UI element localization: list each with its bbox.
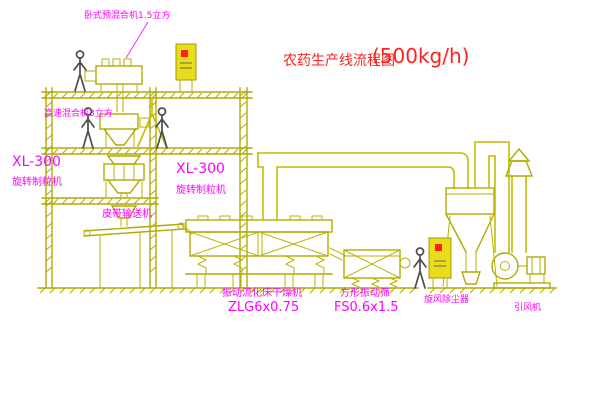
granulator	[103, 155, 145, 199]
high-speed-mixer	[99, 113, 150, 148]
fan-motor-pedestal	[529, 273, 545, 284]
ground-hatch-left	[39, 287, 416, 294]
conveyor-legs	[99, 229, 173, 289]
panel2-legs	[432, 277, 448, 289]
dryer-springs	[196, 255, 326, 275]
granulator-outlet	[120, 192, 128, 199]
control-panel-1	[175, 43, 197, 93]
person-roof	[73, 50, 87, 92]
cyclone-cone	[445, 213, 495, 253]
ground-hatch-right	[429, 287, 556, 294]
cyclone-barrel	[445, 187, 495, 215]
cyclone-outlet-pipe	[474, 141, 510, 253]
column-hatch-3	[239, 90, 247, 273]
fan-casing	[491, 252, 519, 280]
y-feed-pipe	[136, 97, 168, 148]
mixer-legs	[100, 83, 138, 93]
hs-mixer-body	[99, 113, 139, 130]
fan-motor-fins	[531, 256, 541, 275]
dryer-feet	[196, 273, 324, 289]
label-leader-line	[125, 21, 149, 59]
label-fan: 引风机	[514, 303, 542, 313]
vibrating-sieve	[329, 247, 411, 289]
dryer-top-cover	[185, 219, 333, 233]
panel1-cabinet	[175, 43, 197, 81]
panel1-switch-rows	[180, 62, 192, 69]
column-hatch-1	[45, 90, 53, 273]
conveyor-pulley-left	[83, 229, 91, 237]
dryer-body	[189, 231, 329, 257]
fan-motor-icon	[526, 256, 546, 275]
building-columns	[45, 87, 248, 288]
label-sieve-model: FS0.6x1.5	[334, 300, 399, 315]
fan-hub	[500, 261, 510, 271]
hs-mixer-motor-icon	[139, 117, 150, 128]
sieve-braces	[343, 249, 401, 279]
cyclone-dip-tube	[465, 251, 477, 273]
riser-duct	[262, 166, 278, 221]
horizontal-mixer	[84, 58, 143, 113]
building-floor-slabs	[41, 91, 253, 205]
column-hatch-2	[149, 90, 157, 273]
person-ground	[413, 247, 427, 289]
panel1-legs	[179, 79, 193, 93]
granulator-legs	[105, 179, 143, 199]
exhaust-stack	[504, 147, 534, 253]
label-horizontal-mixer: 卧式预混合机1.5立方	[84, 11, 171, 21]
sieve-springs	[350, 277, 399, 289]
belt-conveyor	[83, 222, 193, 289]
discharge-hopper	[110, 205, 138, 227]
slab-hatch-3	[43, 198, 149, 205]
mixer-feed-nozzles	[101, 58, 132, 67]
mixer-discharge-pipe	[116, 83, 124, 113]
panel2-indicator-light	[435, 244, 442, 251]
granulator-rollers	[113, 163, 135, 181]
page-title-capacity: (500kg/h)	[372, 44, 470, 68]
sieve-motor-icon	[399, 257, 411, 269]
page-title: 农药生产线流程图	[283, 53, 395, 69]
conveyor-belt	[83, 223, 185, 237]
building-frame	[41, 87, 253, 288]
label-cyclone: 旋风除尘器	[424, 295, 470, 305]
granulator-cone	[107, 179, 141, 194]
label-belt-conveyor: 皮带输送机	[102, 209, 152, 220]
exhaust-duct	[257, 152, 469, 189]
dryer-braces	[189, 231, 329, 257]
label-dryer-name: 振动流化床干燥机	[222, 288, 302, 299]
label-granulator-left-name: 旋转制粒机	[12, 177, 62, 188]
label-high-speed-mixer: 高速混合机3立方	[44, 109, 113, 119]
hs-mixer-legs	[105, 128, 135, 148]
stack-rain-cap	[507, 147, 531, 162]
stack-shaft	[511, 175, 527, 253]
mixer-motor-icon	[84, 70, 97, 82]
slab-hatch-1	[43, 92, 248, 99]
label-sieve-name: 方形振动筛	[340, 288, 390, 299]
panel2-switch-rows	[434, 260, 446, 267]
panel1-indicator-light	[181, 50, 188, 57]
cyclone-dust-bin	[461, 271, 481, 285]
label-granulator-center-name: 旋转制粒机	[176, 185, 226, 196]
slab-hatch-2	[43, 148, 248, 155]
fan-base	[493, 282, 551, 289]
hs-mixer-cone	[103, 128, 137, 146]
control-panel-2	[428, 237, 452, 289]
conveyor-pulley-right	[177, 222, 185, 230]
label-dryer-model: ZLG6x0.75	[228, 300, 300, 315]
fluid-bed-dryer	[185, 215, 333, 289]
mixer-body	[95, 65, 143, 85]
label-granulator-left-model: XL-300	[12, 154, 61, 170]
dryer-inspection-ports	[197, 215, 323, 221]
stack-cap-skirt	[504, 160, 534, 177]
panel2-cabinet	[428, 237, 452, 279]
label-granulator-center-model: XL-300	[176, 161, 225, 177]
induced-draft-fan	[491, 252, 551, 289]
granulator-hopper	[106, 155, 142, 165]
